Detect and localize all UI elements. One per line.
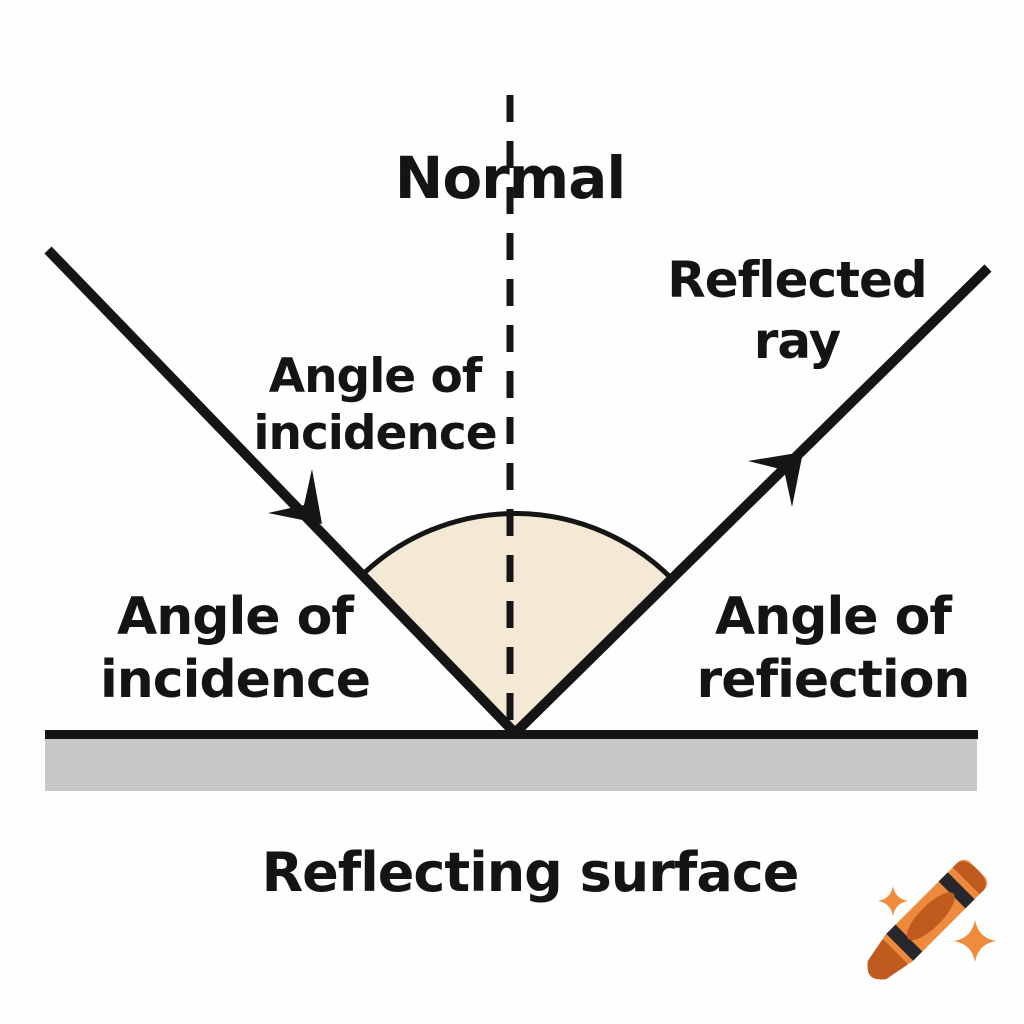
angle-of-reflection-label: Angle of refiection (696, 586, 971, 713)
reflected-ray-label-line1: Reflected (667, 251, 927, 309)
incident-ray (44, 246, 519, 737)
reflecting-surface-label: Reflecting surface (261, 841, 800, 904)
reflected-ray-label: Reflected ray (667, 250, 927, 372)
reflecting-surface-bar (45, 739, 977, 791)
crayon-logo-icon (867, 859, 996, 980)
angle-of-reflection-line1: Angle of (714, 587, 952, 647)
angle-of-incidence-left-label: Angle of incidence (99, 586, 371, 713)
reflected-ray (511, 264, 992, 737)
angle-of-reflection-line2: refiection (696, 650, 971, 711)
sparkle-large-icon (954, 920, 996, 962)
incident-ray-arrowhead-icon (268, 469, 322, 524)
surface-top-line (45, 730, 978, 739)
angle-of-incidence-upper-line2: incidence (253, 406, 497, 462)
reflected-ray-arrowhead-icon (748, 452, 803, 507)
angle-sector (359, 511, 675, 736)
angle-of-incidence-left-line2: incidence (99, 650, 371, 711)
angle-of-incidence-left-line1: Angle of (116, 587, 354, 647)
angle-of-incidence-upper-line1: Angle of (268, 349, 483, 404)
angle-of-incidence-upper-label: Angle of incidence (253, 348, 497, 463)
sparkle-small-icon (878, 886, 908, 916)
normal-label: Normal (394, 144, 626, 212)
reflected-ray-label-line2: ray (753, 312, 841, 370)
